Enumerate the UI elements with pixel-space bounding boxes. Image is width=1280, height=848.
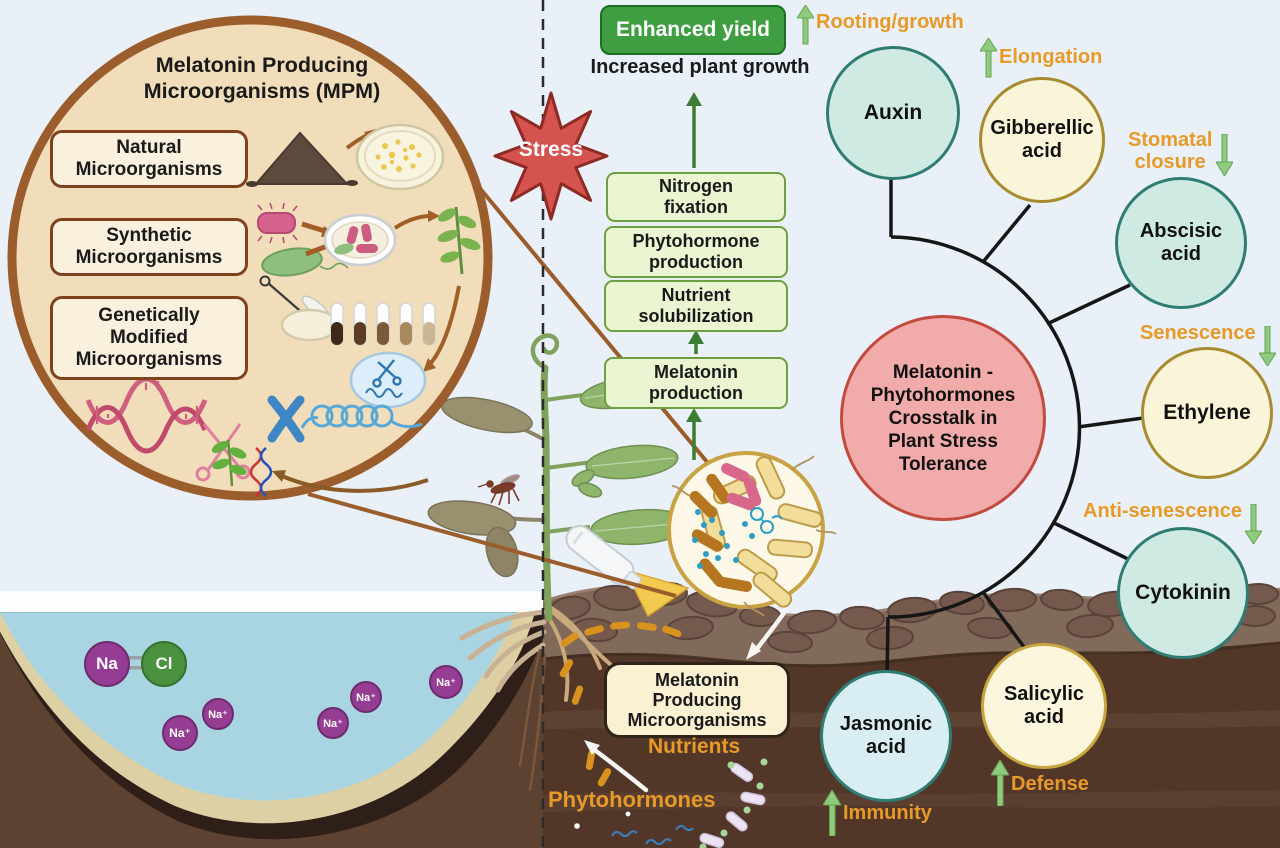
stress-label: Stress xyxy=(518,138,584,161)
sodium-ion: Na⁺ xyxy=(429,665,463,699)
magnifier-cone xyxy=(307,184,714,598)
function-phytohormone-production: Phytohormone production xyxy=(604,226,788,278)
stress-star xyxy=(493,91,609,221)
dna-coil-icon xyxy=(300,404,423,429)
sodium-ion: Na⁺ xyxy=(162,715,198,751)
culture-dish-icon xyxy=(323,213,397,267)
nutrients-label: Nutrients xyxy=(648,735,741,758)
soil-mpm-box: Melatonin Producing Microorganisms xyxy=(604,662,790,738)
sodium-ion: Na⁺ xyxy=(350,681,382,713)
function-nutrient-solubilization: Nutrient solubilization xyxy=(604,280,788,332)
function-nitrogen-fixation: Nitrogen fixation xyxy=(606,172,786,222)
effect-immunity: Immunity xyxy=(823,790,932,836)
melatonin-molecule-icons xyxy=(750,507,783,534)
rhizosphere-microbes-circle xyxy=(667,451,837,617)
crosstalk-hub-circle: Melatonin - Phytohormones Crosstalk in P… xyxy=(840,315,1046,521)
sodium-ion: Na⁺ xyxy=(317,707,349,739)
phytohormones-arrow xyxy=(593,748,649,793)
increase-arrow-icon xyxy=(980,38,997,78)
mpm-category-gm: Genetically Modified Microorganisms xyxy=(50,296,248,380)
shoot-curl xyxy=(530,333,560,371)
roots xyxy=(459,604,612,792)
gm-sprig-icon xyxy=(211,439,247,487)
effect-defense: Defense xyxy=(991,760,1089,806)
decrease-arrow-icon xyxy=(1216,134,1234,176)
agar-plate-icon xyxy=(280,308,340,342)
hormone-gibberellic-acid: Gibberellic acid xyxy=(979,77,1105,203)
decrease-arrow-icon xyxy=(1244,504,1262,544)
hormone-cytokinin: Cytokinin xyxy=(1117,527,1249,659)
pink-bacterium-icon xyxy=(257,202,298,244)
phytohormone-bacteria xyxy=(699,762,766,848)
flow-arrows xyxy=(686,92,704,460)
chromosome-icon xyxy=(267,395,305,443)
test-tubes-icon xyxy=(330,302,436,346)
decrease-arrow-icon xyxy=(1258,326,1276,366)
increased-plant-growth-label: Increased plant growth xyxy=(590,56,810,78)
sodium-ion: Na xyxy=(84,641,130,687)
small-helix-icon xyxy=(249,446,273,498)
increase-arrow-icon xyxy=(991,760,1009,806)
effect-senescence: Senescence xyxy=(1140,322,1276,366)
hormone-auxin: Auxin xyxy=(826,46,960,180)
mpm-category-synthetic: Synthetic Microorganisms xyxy=(50,218,248,276)
molecule-squiggles xyxy=(611,824,694,845)
effect-anti-senescence: Anti-senescence xyxy=(1083,500,1262,544)
sodium-ion: Na⁺ xyxy=(202,698,234,730)
mpm-category-natural: Natural Microorganisms xyxy=(50,130,248,188)
increase-arrow-icon xyxy=(797,5,814,45)
soil-flow-arrows xyxy=(584,607,789,793)
effect-rooting-growth: Rooting/growth xyxy=(797,5,964,45)
withered-leaves xyxy=(427,396,533,578)
soil-bacteria xyxy=(559,621,768,848)
effect-stomatal-closure: Stomatal closure xyxy=(1128,126,1234,176)
melatonin-bottle xyxy=(565,524,690,618)
nacl-bond xyxy=(127,656,143,670)
effect-elongation: Elongation xyxy=(980,38,1102,78)
mpm-title: Melatonin Producing Microorganisms (MPM) xyxy=(143,53,381,103)
gene-editing-plasmid-icon xyxy=(349,351,427,409)
saline-pool xyxy=(0,591,552,848)
soil-pile-icon xyxy=(246,131,358,187)
petri-dish-icon xyxy=(355,123,445,191)
hormone-ethylene: Ethylene xyxy=(1141,347,1273,479)
enhanced-yield-box: Enhanced yield xyxy=(600,5,786,55)
increase-arrow-icon xyxy=(823,790,841,836)
hormone-jasmonic-acid: Jasmonic acid xyxy=(820,670,952,802)
chloride-ion: Cl xyxy=(141,641,187,687)
hormone-salicylic-acid: Salicylic acid xyxy=(981,643,1107,769)
hormone-abscisic-acid: Abscisic acid xyxy=(1115,177,1247,309)
pest-insect xyxy=(477,474,520,506)
phytohormones-label: Phytohormones xyxy=(548,787,716,812)
function-melatonin-production: Melatonin production xyxy=(604,357,788,409)
water-surface-band xyxy=(0,591,543,612)
network-lines xyxy=(885,170,1151,681)
plant-sprig-icon xyxy=(437,206,481,275)
